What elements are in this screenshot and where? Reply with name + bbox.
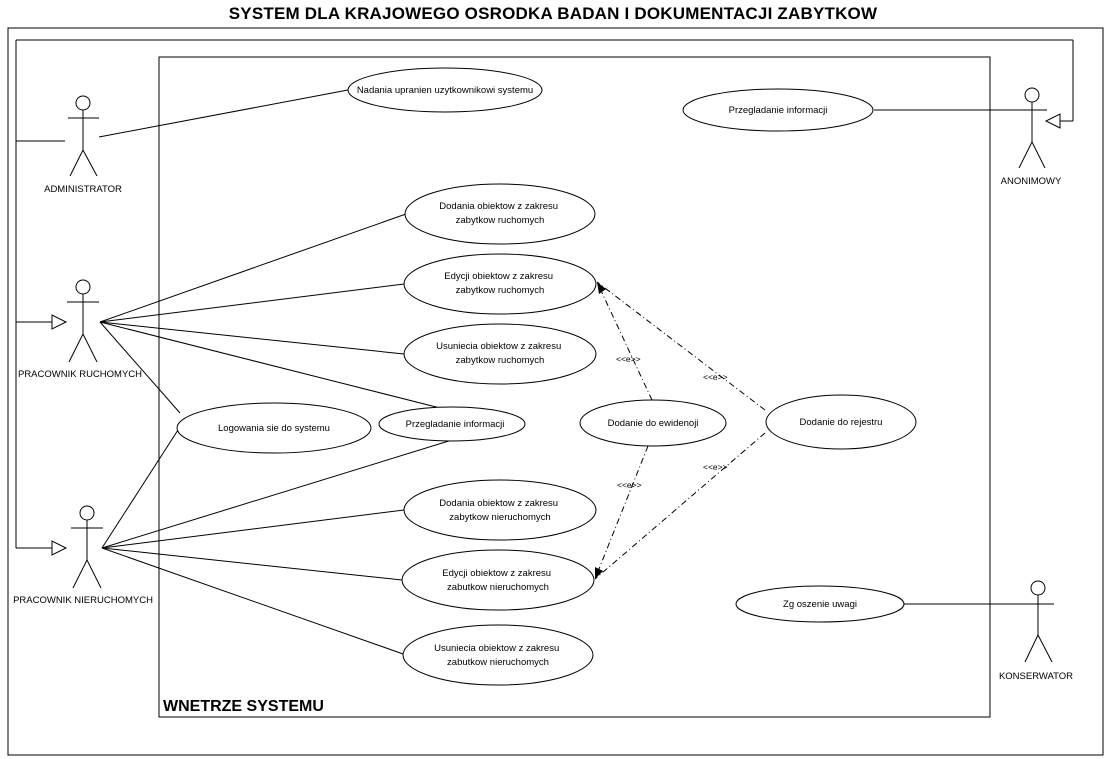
usecase-ewidencja-line1: Dodanie do ewidenoji [608, 418, 699, 429]
stereotype-rejestr-edycji-ruch: <<e>> [703, 372, 728, 382]
actor-pracownik-ruchomych-label: PRACOWNIK RUCHOMYCH [18, 369, 142, 380]
usecase-ewidencja: Dodanie do ewidenoji [608, 418, 699, 429]
generalization-left [15, 140, 68, 556]
extend-arrowheads [595, 282, 606, 579]
usecase-przegladanie-anon-ellipse [682, 88, 874, 132]
usecase-dodania-nieruch-line2: zabytkow nieruchomych [449, 512, 550, 523]
usecase-nadania: Nadania upranien uzytkownikowi systemu [357, 85, 533, 96]
actor-administrator-label: ADMINISTRATOR [44, 184, 122, 195]
usecase-dodania-ruch: Dodania obiektow z zakresu zabytkow ruch… [439, 201, 560, 226]
actor-konserwator [1022, 580, 1054, 663]
actor-pracownik-nieruchomych-label: PRACOWNIK NIERUCHOMYCH [13, 595, 153, 606]
usecase-edycji-nieruch: Edycji obiektow z zakresu zabutkow nieru… [442, 568, 553, 593]
usecase-przegladanie-ellipse [378, 406, 526, 442]
usecase-dodania-nieruch-ellipse [403, 479, 597, 541]
actor-anonimowy [1016, 87, 1047, 169]
extend-relations [594, 281, 766, 580]
usecase-przegladanie-anon: Przegladanie informacji [729, 105, 828, 116]
usecase-edycji-nieruch-line2: zabutkow nieruchomych [447, 582, 549, 593]
outer-frame [7, 27, 1104, 756]
usecase-logowania-ellipse [176, 402, 372, 454]
diagram-title: SYSTEM DLA KRAJOWEGO OSRODKA BADAN I DOK… [228, 4, 878, 23]
usecase-usuniecia-nieruch-line2: zabutkow nieruchomych [447, 657, 549, 668]
associations [98, 89, 1054, 656]
usecase-usuniecia-nieruch: Usuniecia obiektow z zakresu zabutkow ni… [434, 643, 562, 668]
usecase-zgloszenie-ellipse [735, 585, 905, 623]
usecase-dodania-ruch-line1: Dodania obiektow z zakresu [439, 201, 558, 212]
usecase-zgloszenie: Zg oszenie uwagi [783, 599, 857, 610]
usecase-dodania-nieruch: Dodania obiektow z zakresu zabytkow nier… [439, 498, 560, 523]
usecase-edycji-nieruch-line1: Edycji obiektow z zakresu [442, 568, 551, 579]
usecase-usuniecia-nieruch-ellipse [402, 624, 594, 686]
usecase-edycji-nieruch-ellipse [401, 549, 595, 611]
usecase-ewidencja-ellipse [579, 399, 727, 447]
actor-anonimowy-label: ANONIMOWY [1001, 176, 1062, 187]
usecase-usuniecia-ruch-line2: zabytkow ruchomych [456, 355, 545, 366]
usecase-dodania-nieruch-line1: Dodania obiektow z zakresu [439, 498, 558, 509]
stereotype-ewid-edycji-ruch: <<e>> [616, 354, 641, 364]
usecase-usuniecia-ruch-line1: Usuniecia obiektow z zakresu [436, 341, 561, 352]
usecase-przegladanie: Przegladanie informacji [406, 419, 505, 430]
usecase-rejestr: Dodanie do rejestru [800, 417, 883, 428]
actor-administrator [68, 95, 99, 177]
system-boundary-label: WNETRZE SYSTEMU [163, 698, 324, 715]
usecase-edycji-ruch-line2: zabytkow ruchomych [456, 285, 545, 296]
system-boundary [158, 56, 991, 718]
usecase-nadania-ellipse [347, 67, 543, 113]
stereotype-ewid-edycji-nieruch: <<e>> [617, 480, 642, 490]
usecase-dodania-ruch-ellipse [404, 183, 596, 245]
usecase-nadania-line1: Nadania upranien uzytkownikowi systemu [357, 85, 533, 96]
usecase-rejestr-ellipse [765, 394, 917, 450]
usecase-logowania-line1: Logowania sie do systemu [218, 423, 330, 434]
usecase-dodania-ruch-line2: zabytkow ruchomych [456, 215, 545, 226]
actor-pracownik-ruchomych [67, 279, 99, 363]
actor-pracownik-nieruchomych [71, 505, 103, 589]
usecase-przegladanie-anon-line1: Przegladanie informacji [729, 105, 828, 116]
usecase-logowania: Logowania sie do systemu [218, 423, 330, 434]
usecase-edycji-ruch: Edycji obiektow z zakresu zabytkow rucho… [444, 271, 555, 296]
usecase-zgloszenie-line1: Zg oszenie uwagi [783, 599, 857, 610]
generalization-right [15, 39, 1074, 141]
actor-konserwator-label: KONSERWATOR [999, 671, 1073, 682]
usecase-rejestr-line1: Dodanie do rejestru [800, 417, 883, 428]
usecase-edycji-ruch-ellipse [403, 253, 597, 315]
usecase-usuniecia-ruch-ellipse [403, 323, 597, 385]
usecase-przegladanie-line1: Przegladanie informacji [406, 419, 505, 430]
usecase-usuniecia-nieruch-line1: Usuniecia obiektow z zakresu [434, 643, 559, 654]
usecase-edycji-ruch-line1: Edycji obiektow z zakresu [444, 271, 553, 282]
usecase-usuniecia-ruch: Usuniecia obiektow z zakresu zabytkow ru… [436, 341, 564, 366]
stereotype-rejestr-edycji-nieruch: <<e>> [703, 462, 728, 472]
